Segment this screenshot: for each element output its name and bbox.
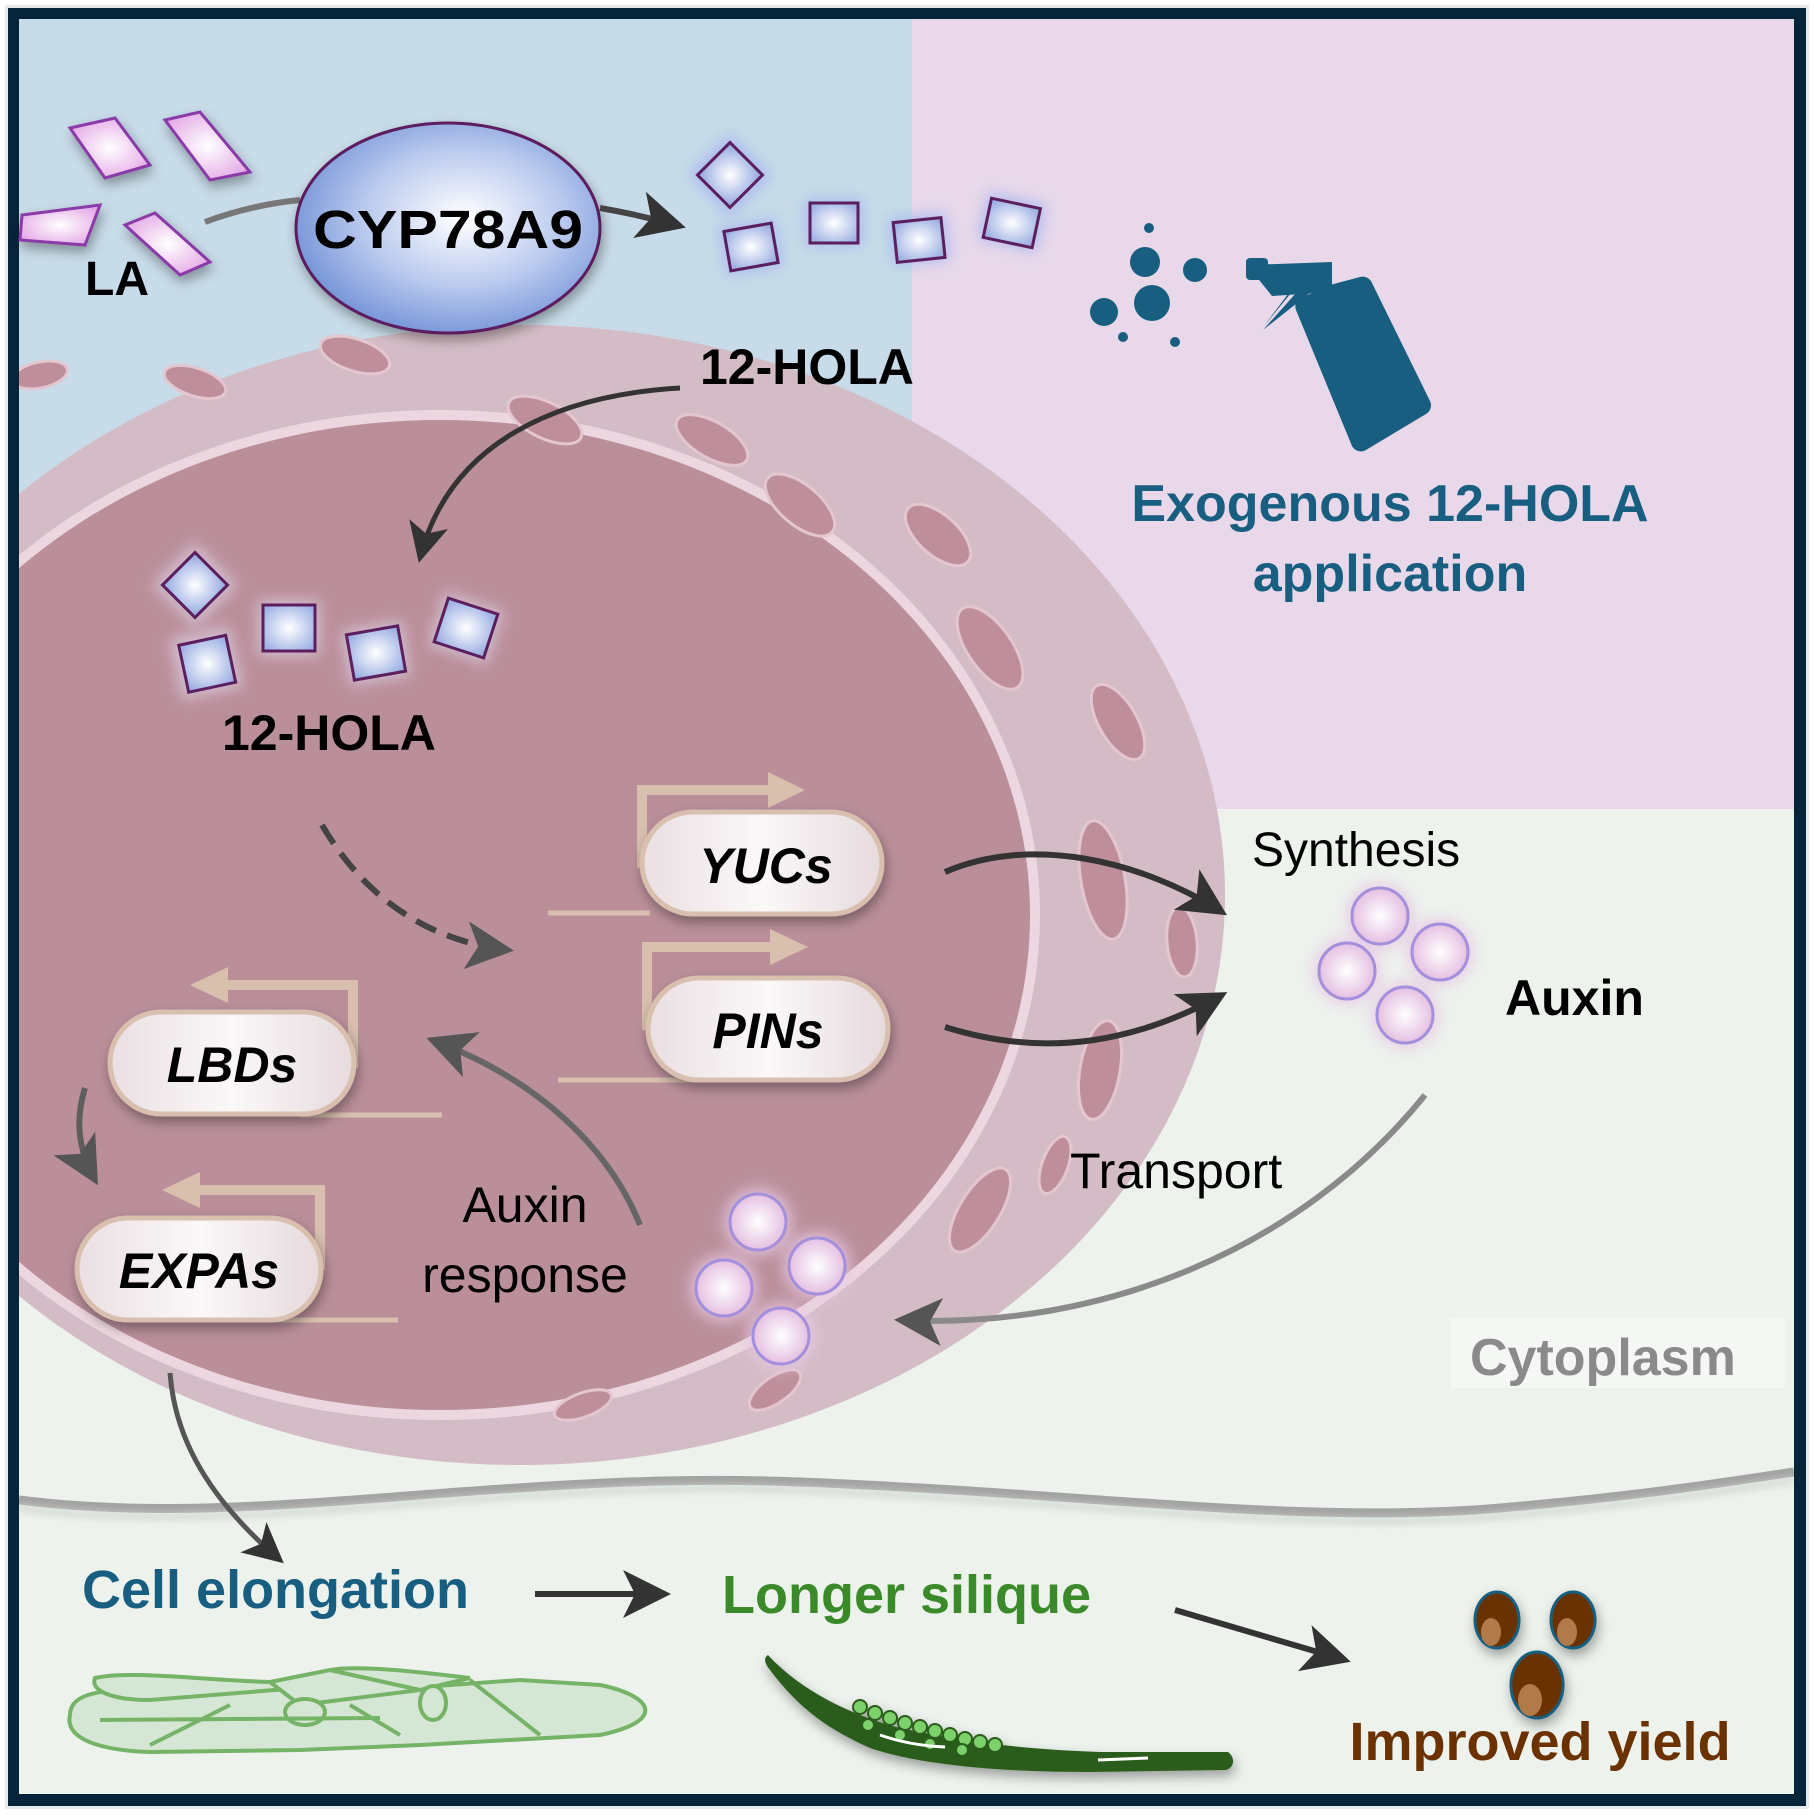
- la-molecules: [18, 110, 253, 277]
- silique-to-yield-arrow: [1174, 1607, 1351, 1672]
- auxin-cluster-nucleus: [690, 1188, 851, 1370]
- hola-molecules-top: [687, 132, 1047, 277]
- longer-silique-label: Longer silique: [722, 1565, 1091, 1625]
- nucleoplasm: [19, 420, 1030, 1410]
- hola-label-nucleus: 12-HOLA: [222, 705, 436, 761]
- silique-icon: [765, 1655, 1234, 1772]
- auxin-label: Auxin: [1505, 970, 1644, 1026]
- gene-label-pins: PINs: [712, 1003, 823, 1059]
- gene-pins: PINs: [558, 929, 891, 1083]
- substrate-connector: [203, 197, 301, 225]
- la-label: LA: [85, 253, 149, 306]
- auxin-response-line1: Auxin: [462, 1177, 587, 1233]
- exogenous-label-line2: application: [1253, 545, 1527, 603]
- gene-lbds: LBDs: [107, 967, 442, 1118]
- hola-molecules-nucleus: [152, 542, 505, 700]
- seeds-icon: [1473, 1590, 1597, 1720]
- synthesis-arrow: [943, 851, 1228, 916]
- gene-label-yucs: YUCs: [699, 838, 832, 894]
- improved-yield-label: Improved yield: [1349, 1712, 1730, 1772]
- inner-nuclear-membrane: [19, 410, 1040, 1420]
- conversion-arrow: [599, 191, 686, 239]
- import-arrow: [409, 385, 681, 563]
- expas-to-elongation-arrow: [167, 1372, 284, 1564]
- auxin-response-arrow: [426, 1032, 643, 1227]
- synthesis-label: Synthesis: [1252, 824, 1460, 877]
- transport-label: Transport: [1070, 1143, 1282, 1199]
- gene-label-lbds: LBDs: [167, 1037, 298, 1093]
- gene-yucs: YUCs: [548, 772, 885, 917]
- lbds-to-expas-arrow: [53, 1087, 98, 1186]
- auxin-cluster-cytoplasm: [1313, 882, 1474, 1049]
- gene-label-expas: EXPAs: [119, 1243, 279, 1299]
- cytoplasm-label: Cytoplasm: [1470, 1329, 1736, 1387]
- elongated-cells-icon: [67, 1666, 648, 1755]
- exogenous-label-line1: Exogenous 12-HOLA: [1131, 475, 1648, 533]
- spray-bottle-icon: [1090, 223, 1431, 452]
- cyp78a9-enzyme: [294, 121, 602, 335]
- gene-expas: EXPAs: [74, 1172, 398, 1323]
- auxin-response-line2: response: [422, 1247, 628, 1303]
- plasma-membrane: [19, 1467, 1794, 1518]
- cytoplasm-label-bg: [1450, 1318, 1785, 1388]
- nuclear-pores: [19, 334, 1199, 1422]
- hola-label-top: 12-HOLA: [700, 339, 914, 395]
- transport-in-arrow: [894, 1093, 1428, 1347]
- cell-elongation-label: Cell elongation: [82, 1560, 469, 1620]
- transport-out-arrow: [944, 992, 1228, 1047]
- signaling-dashed-arrow: [319, 823, 514, 970]
- enzyme-label: CYP78A9: [313, 200, 583, 260]
